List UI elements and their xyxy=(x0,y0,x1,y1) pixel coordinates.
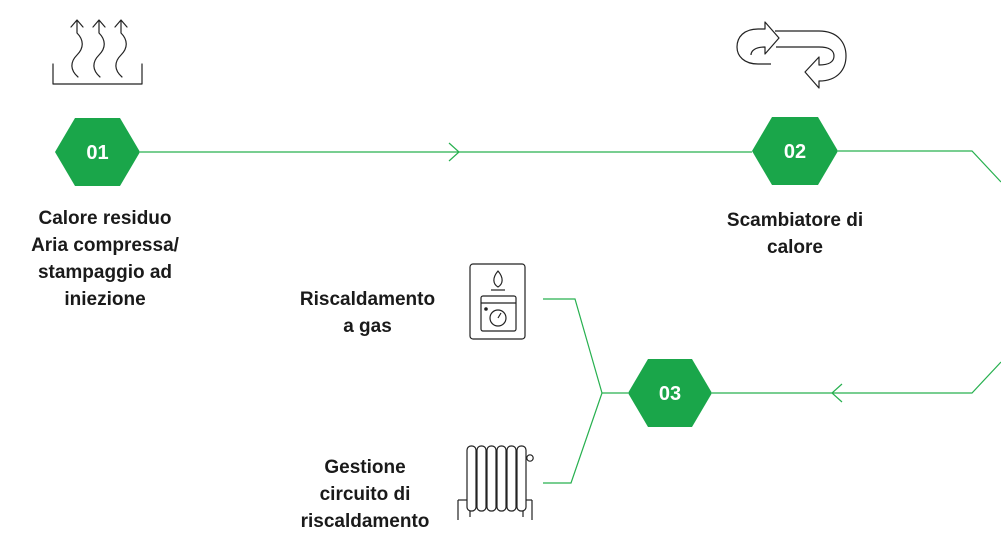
heat-waves-icon xyxy=(52,19,143,85)
label-line: Riscaldamento xyxy=(299,289,436,310)
hexagon-shape xyxy=(628,359,712,427)
heat-exchange-arrows-icon xyxy=(736,21,847,89)
arrow-right-icon xyxy=(448,142,460,162)
line-03-to-gas xyxy=(543,298,628,394)
label-line: Aria compressa/ xyxy=(31,235,179,256)
label-line: stampaggio ad xyxy=(37,262,173,283)
step-02-label: Scambiatore di calore xyxy=(690,207,900,261)
line-02-to-edge xyxy=(838,150,1001,183)
gas-boiler-icon xyxy=(469,263,526,340)
label-line: iniezione xyxy=(64,289,146,310)
hexagon-shape xyxy=(55,118,140,186)
line-03-to-radiator xyxy=(543,392,603,484)
label-line: Gestione xyxy=(324,457,406,478)
label-line: circuito di xyxy=(319,484,411,505)
label-line: riscaldamento xyxy=(300,511,430,532)
step-node-02: 02 xyxy=(752,117,838,185)
hexagon-shape xyxy=(752,117,838,185)
label-line: a gas xyxy=(343,316,392,337)
flow-lines xyxy=(140,142,1001,484)
step-node-03: 03 xyxy=(628,359,712,427)
step-number: 03 xyxy=(659,383,681,405)
step-number: 02 xyxy=(784,141,806,163)
step-01-label: Calore residuo Aria compressa/ stampaggi… xyxy=(0,205,210,313)
line-edge-to-03 xyxy=(712,361,1001,394)
label-line: calore xyxy=(767,237,823,258)
output-gas-label: Riscaldamento a gas xyxy=(275,286,460,340)
radiator-icon xyxy=(457,445,534,520)
output-radiator-label: Gestione circuito di riscaldamento xyxy=(265,454,465,535)
arrow-left-icon xyxy=(831,383,843,403)
label-line: Scambiatore di xyxy=(726,210,864,231)
step-number: 01 xyxy=(86,142,108,164)
step-node-01: 01 xyxy=(55,118,140,186)
label-line: Calore residuo xyxy=(38,208,172,229)
